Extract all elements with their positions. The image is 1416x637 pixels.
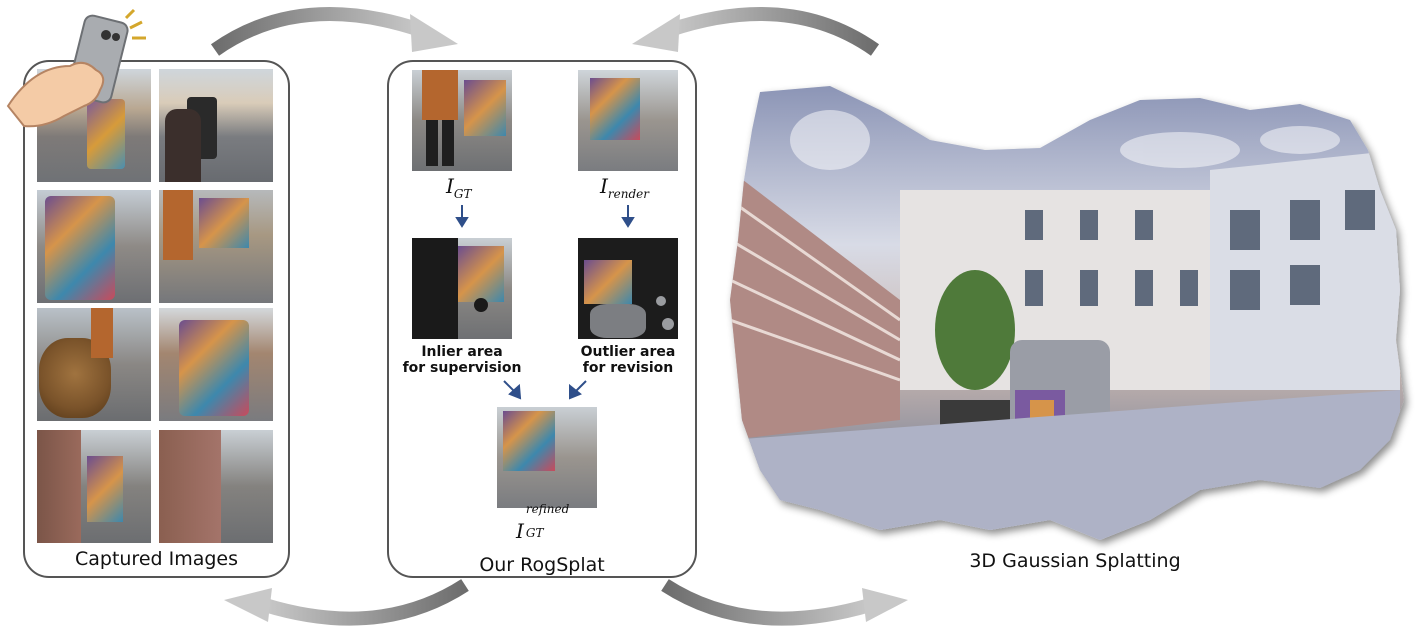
hand-phone-illustration bbox=[6, 8, 146, 128]
arrow-head bbox=[410, 14, 458, 52]
captured-image bbox=[159, 430, 273, 543]
arrow-head bbox=[224, 588, 272, 622]
captured-images-caption: Captured Images bbox=[74, 548, 239, 570]
inlier-image bbox=[412, 238, 512, 339]
captured-image bbox=[159, 190, 273, 303]
hand-icon bbox=[6, 61, 105, 128]
render-label: Irender bbox=[600, 174, 649, 201]
gt-image bbox=[412, 70, 512, 171]
refined-label: I refined GT bbox=[516, 502, 570, 543]
captured-image bbox=[37, 308, 151, 421]
outlier-image bbox=[578, 238, 678, 339]
camera-flash-icon bbox=[124, 8, 146, 40]
captured-image bbox=[37, 430, 151, 543]
outlier-note: Outlier area for revision bbox=[580, 344, 676, 376]
arrow-head bbox=[632, 14, 680, 52]
render-image bbox=[578, 70, 678, 171]
tree bbox=[935, 270, 1015, 390]
captured-image bbox=[159, 69, 273, 182]
captured-image bbox=[159, 308, 273, 421]
arrow-rogsplat-to-splat bbox=[661, 579, 872, 626]
arrow-rogsplat-to-captured bbox=[262, 579, 469, 626]
captured-image bbox=[37, 190, 151, 303]
arrow-captured-to-rogsplat bbox=[210, 7, 423, 56]
rogsplat-caption: Our RogSplat bbox=[479, 554, 605, 576]
refined-image bbox=[497, 407, 597, 508]
gt-label: IGT bbox=[446, 174, 472, 201]
inlier-note: Inlier area for supervision bbox=[402, 344, 522, 376]
brick-building-left bbox=[730, 170, 900, 440]
arrow-head bbox=[862, 588, 908, 622]
gaussian-splatting-caption: 3D Gaussian Splatting bbox=[969, 550, 1181, 572]
arrow-splat-to-rogsplat bbox=[667, 7, 880, 56]
